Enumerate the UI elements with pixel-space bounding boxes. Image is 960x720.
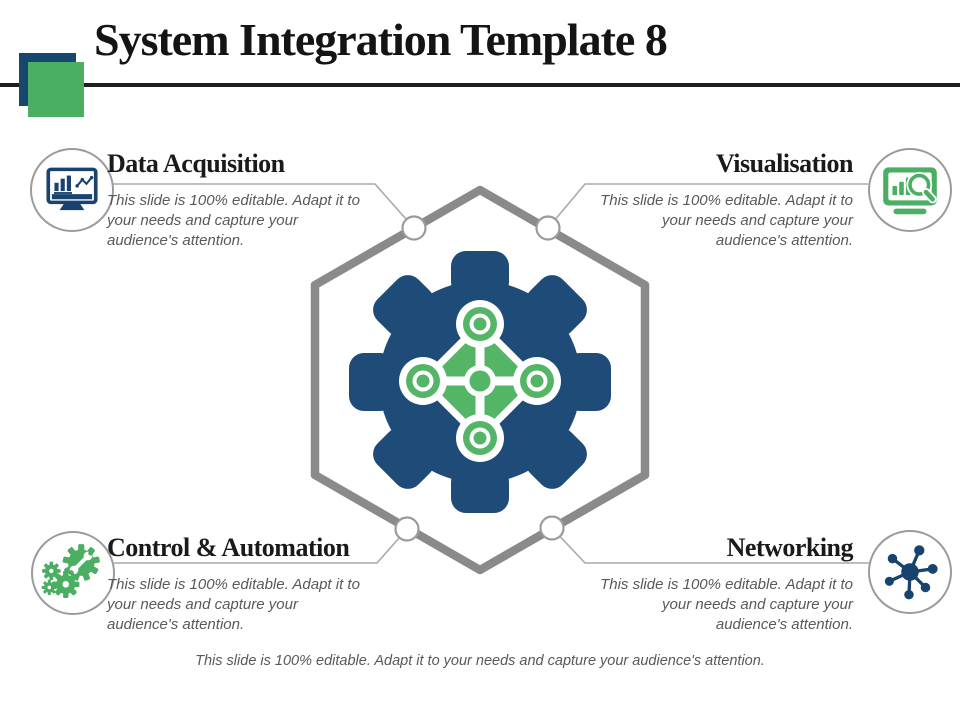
visualisation-icon-circle — [868, 148, 952, 232]
connector-bottom-right — [551, 527, 869, 564]
callout-body: This slide is 100% editable. Adapt it to… — [107, 575, 360, 633]
callout-body: This slide is 100% editable. Adapt it to… — [600, 575, 853, 633]
callout-control-automation: Control & Automation This slide is 100% … — [107, 533, 369, 635]
hexagon-outline — [310, 185, 650, 575]
control-automation-icon-circle — [31, 531, 115, 615]
callout-title: Data Acquisition — [107, 149, 285, 178]
data-acquisition-icon-circle — [30, 148, 114, 232]
hub-node-right — [513, 357, 561, 405]
callout-data-acquisition: Data Acquisition This slide is 100% edit… — [107, 149, 369, 251]
slide-title: System Integration Template 8 — [94, 14, 668, 65]
monitor-magnifier-icon — [883, 167, 937, 215]
hub-node-left — [399, 357, 447, 405]
hub-node-top — [456, 300, 504, 348]
callout-title: Networking — [726, 533, 854, 562]
title-underline-rule — [0, 83, 960, 87]
callout-visualisation: Visualisation This slide is 100% editabl… — [591, 149, 853, 251]
monitor-chart-icon — [46, 167, 98, 211]
callout-body: This slide is 100% editable. Adapt it to… — [107, 191, 360, 249]
integration-hub-icon — [399, 300, 561, 462]
connector-bottom-left — [114, 528, 408, 564]
title-accent-square-green — [28, 62, 84, 117]
hexagon-node-bottom-left — [394, 516, 420, 542]
hub-node-center — [464, 365, 496, 397]
callout-title: Visualisation — [715, 149, 854, 178]
networking-icon-circle — [868, 530, 952, 614]
connector-lines — [113, 183, 869, 564]
gears-wrench-icon — [41, 544, 100, 598]
callout-title: Control & Automation — [107, 533, 350, 562]
hub-node-bottom — [456, 414, 504, 462]
callout-body: This slide is 100% editable. Adapt it to… — [600, 191, 853, 249]
hexagon-nodes — [394, 215, 565, 542]
connector-top-right — [547, 183, 868, 229]
hexagon-node-top-left — [401, 215, 427, 241]
hexagon-node-bottom-right — [539, 515, 565, 541]
hexagon-node-top-right — [535, 215, 561, 241]
footer-note: This slide is 100% editable. Adapt it to… — [195, 653, 765, 669]
network-hub-icon — [884, 545, 938, 600]
connector-top-left — [113, 183, 415, 229]
callout-networking: Networking This slide is 100% editable. … — [591, 533, 853, 635]
wrench-glyph — [68, 550, 94, 576]
